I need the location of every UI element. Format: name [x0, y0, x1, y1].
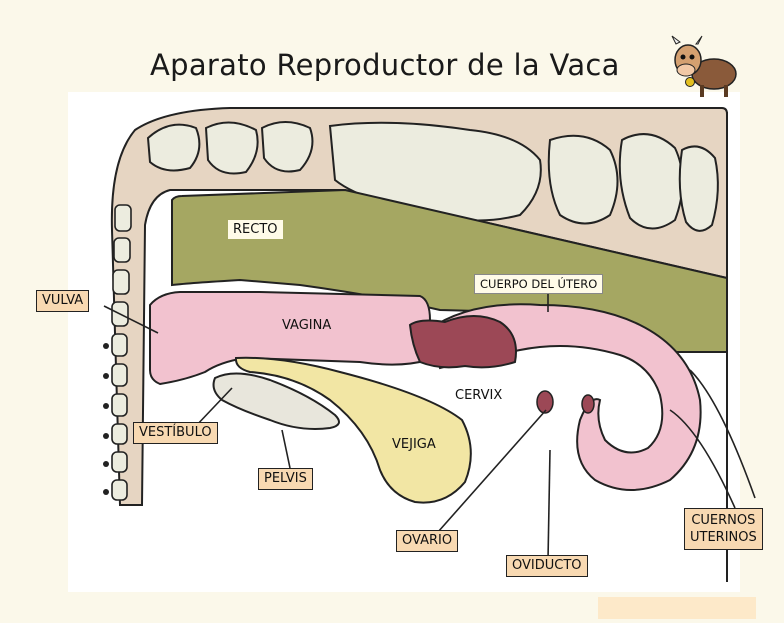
bottom-decor-bar	[598, 597, 756, 619]
tag-pelvis: PELVIS	[258, 468, 313, 490]
tag-cuernos-line1: CUERNOS	[690, 512, 757, 529]
tag-ovario: OVARIO	[396, 530, 458, 552]
cow-icon	[668, 30, 744, 102]
diagram-title: Aparato Reproductor de la Vaca	[150, 48, 650, 82]
tag-vulva: VULVA	[36, 290, 89, 312]
tag-oviducto: OVIDUCTO	[506, 555, 588, 577]
label-recto: RECTO	[228, 220, 283, 239]
tag-cuernos-line2: UTERINOS	[690, 529, 757, 546]
ovary-left	[537, 391, 553, 413]
ovary-right	[582, 395, 594, 413]
label-vejiga: VEJIGA	[392, 437, 436, 452]
label-vagina: VAGINA	[282, 318, 331, 333]
cervix-shape	[410, 316, 516, 367]
label-cervix: CERVIX	[455, 388, 502, 403]
label-cuerpo-del-utero: CUERPO DEL ÚTERO	[474, 274, 603, 294]
tag-cuernos-uterinos: CUERNOS UTERINOS	[684, 508, 763, 550]
tag-vestibulo: VESTÍBULO	[133, 422, 218, 444]
